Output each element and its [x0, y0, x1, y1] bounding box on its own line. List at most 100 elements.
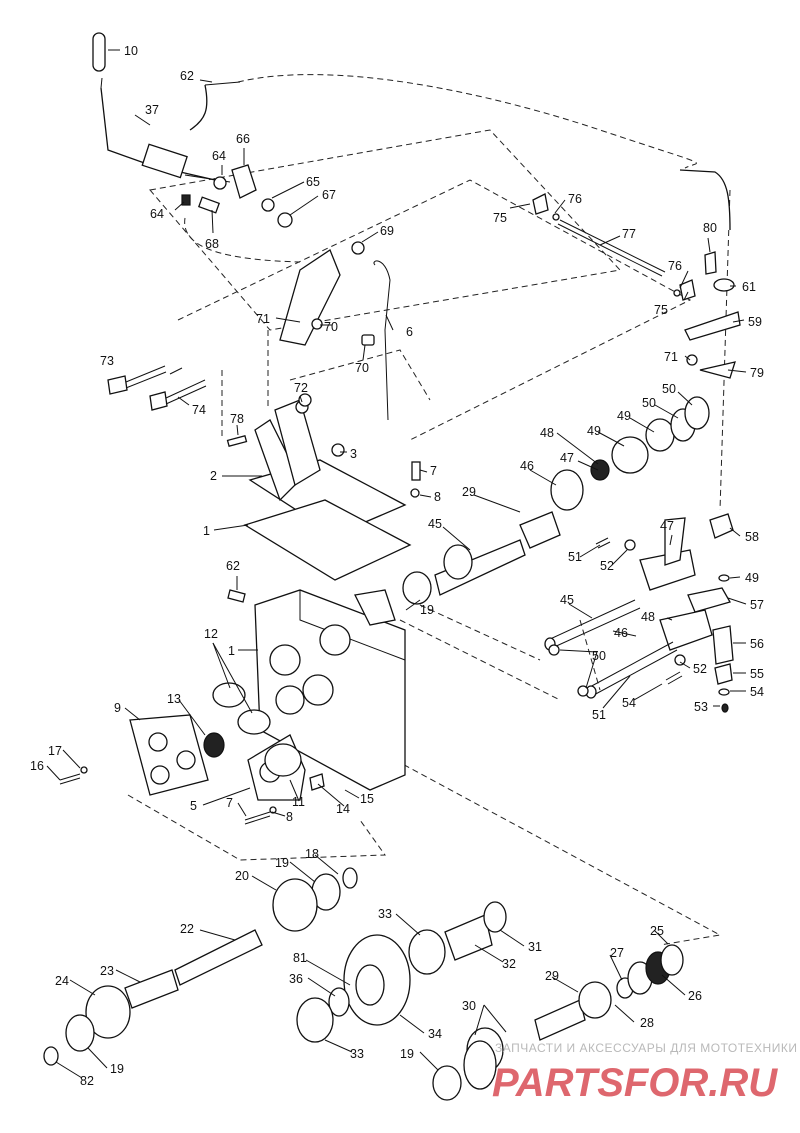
left-cover-plates: [59, 682, 325, 825]
part-label: 82: [80, 1074, 94, 1088]
part-label: 26: [688, 989, 702, 1003]
part-label: 45: [560, 593, 574, 607]
part-label: 31: [528, 940, 542, 954]
part-label: 76: [668, 259, 682, 273]
part-label: 10: [124, 44, 138, 58]
part-label: 13: [167, 692, 181, 706]
part-label: 17: [48, 744, 62, 758]
part-label: 65: [306, 175, 320, 189]
part-label: 27: [610, 946, 624, 960]
part-label: 25: [650, 924, 664, 938]
part-label: 1: [203, 524, 210, 538]
part-label: 20: [235, 869, 249, 883]
leader-lines: [46, 49, 747, 1079]
lower-gear-set: [43, 867, 684, 1101]
part-label: 71: [256, 312, 270, 326]
part-label: 3: [350, 447, 357, 461]
top-cover-assembly: [226, 393, 421, 581]
watermark-brand: PARTSFOR.RU: [492, 1061, 778, 1105]
part-label: 36: [289, 972, 303, 986]
dashed-group-outlines: [127, 74, 731, 946]
part-label: 59: [748, 315, 762, 329]
part-label: 55: [750, 667, 764, 681]
part-label: 50: [592, 649, 606, 663]
part-label: 32: [502, 957, 516, 971]
part-label: 19: [275, 856, 289, 870]
part-label: 12: [204, 627, 218, 641]
part-label: 49: [587, 424, 601, 438]
part-label: 7: [430, 464, 437, 478]
part-label: 19: [420, 603, 434, 617]
part-label: 14: [336, 802, 350, 816]
part-label: 52: [693, 662, 707, 676]
part-label: 61: [742, 280, 756, 294]
part-label: 1: [228, 644, 235, 658]
part-label: 56: [750, 637, 764, 651]
part-label: 66: [236, 132, 250, 146]
part-label: 47: [660, 519, 674, 533]
part-label: 54: [622, 696, 636, 710]
part-label: 52: [600, 559, 614, 573]
part-label: 69: [380, 224, 394, 238]
main-shaft-assembly: [402, 396, 710, 605]
part-label: 47: [560, 451, 574, 465]
part-label: 62: [226, 559, 240, 573]
part-label: 19: [110, 1062, 124, 1076]
shift-fork-assembly: [544, 517, 713, 699]
part-label: 7: [226, 796, 233, 810]
part-label: 70: [324, 320, 338, 334]
part-label: 49: [617, 409, 631, 423]
part-label: 29: [545, 969, 559, 983]
part-label: 75: [654, 303, 668, 317]
part-label: 68: [205, 237, 219, 251]
part-label: 45: [428, 517, 442, 531]
part-label: 50: [662, 382, 676, 396]
part-label: 62: [180, 69, 194, 83]
part-label: 18: [305, 847, 319, 861]
part-label: 16: [30, 759, 44, 773]
watermark: ЗАПЧАСТИ И АКСЕССУАРЫ ДЛЯ МОТОТЕХНИКИ PA…: [492, 1041, 797, 1105]
part-labels: 10 62 37 64 66 65 67 64 68 69 71 70 6 70…: [30, 44, 764, 1088]
part-label: 76: [568, 192, 582, 206]
part-label: 6: [406, 325, 413, 339]
part-label: 8: [286, 810, 293, 824]
part-label: 29: [462, 485, 476, 499]
part-label: 19: [400, 1047, 414, 1061]
part-label: 34: [428, 1027, 442, 1041]
part-label: 30: [462, 999, 476, 1013]
bolts-73-74: [107, 365, 207, 411]
part-label: 23: [100, 964, 114, 978]
part-label: 15: [360, 792, 374, 806]
part-label: 64: [212, 149, 226, 163]
shift-linkage: [532, 193, 741, 713]
part-label: 46: [520, 459, 534, 473]
part-label: 70: [355, 361, 369, 375]
part-label: 78: [230, 412, 244, 426]
part-label: 37: [145, 103, 159, 117]
part-label: 64: [150, 207, 164, 221]
part-label: 5: [190, 799, 197, 813]
part-label: 57: [750, 598, 764, 612]
part-label: 51: [568, 550, 582, 564]
part-label: 74: [192, 403, 206, 417]
part-label: 8: [434, 490, 441, 504]
part-label: 54: [750, 685, 764, 699]
part-label: 73: [100, 354, 114, 368]
part-label: 24: [55, 974, 69, 988]
part-label: 67: [322, 188, 336, 202]
part-label: 50: [642, 396, 656, 410]
part-label: 75: [493, 211, 507, 225]
part-label: 79: [750, 366, 764, 380]
part-label: 22: [180, 922, 194, 936]
part-label: 9: [114, 701, 121, 715]
part-label: 49: [745, 571, 759, 585]
part-label: 2: [210, 469, 217, 483]
part-label: 11: [292, 795, 305, 809]
watermark-caption: ЗАПЧАСТИ И АКСЕССУАРЫ ДЛЯ МОТОТЕХНИКИ: [495, 1041, 797, 1055]
part-label: 58: [745, 530, 759, 544]
part-label: 80: [703, 221, 717, 235]
part-label: 46: [614, 626, 628, 640]
part-label: 48: [540, 426, 554, 440]
part-label: 33: [350, 1047, 364, 1061]
